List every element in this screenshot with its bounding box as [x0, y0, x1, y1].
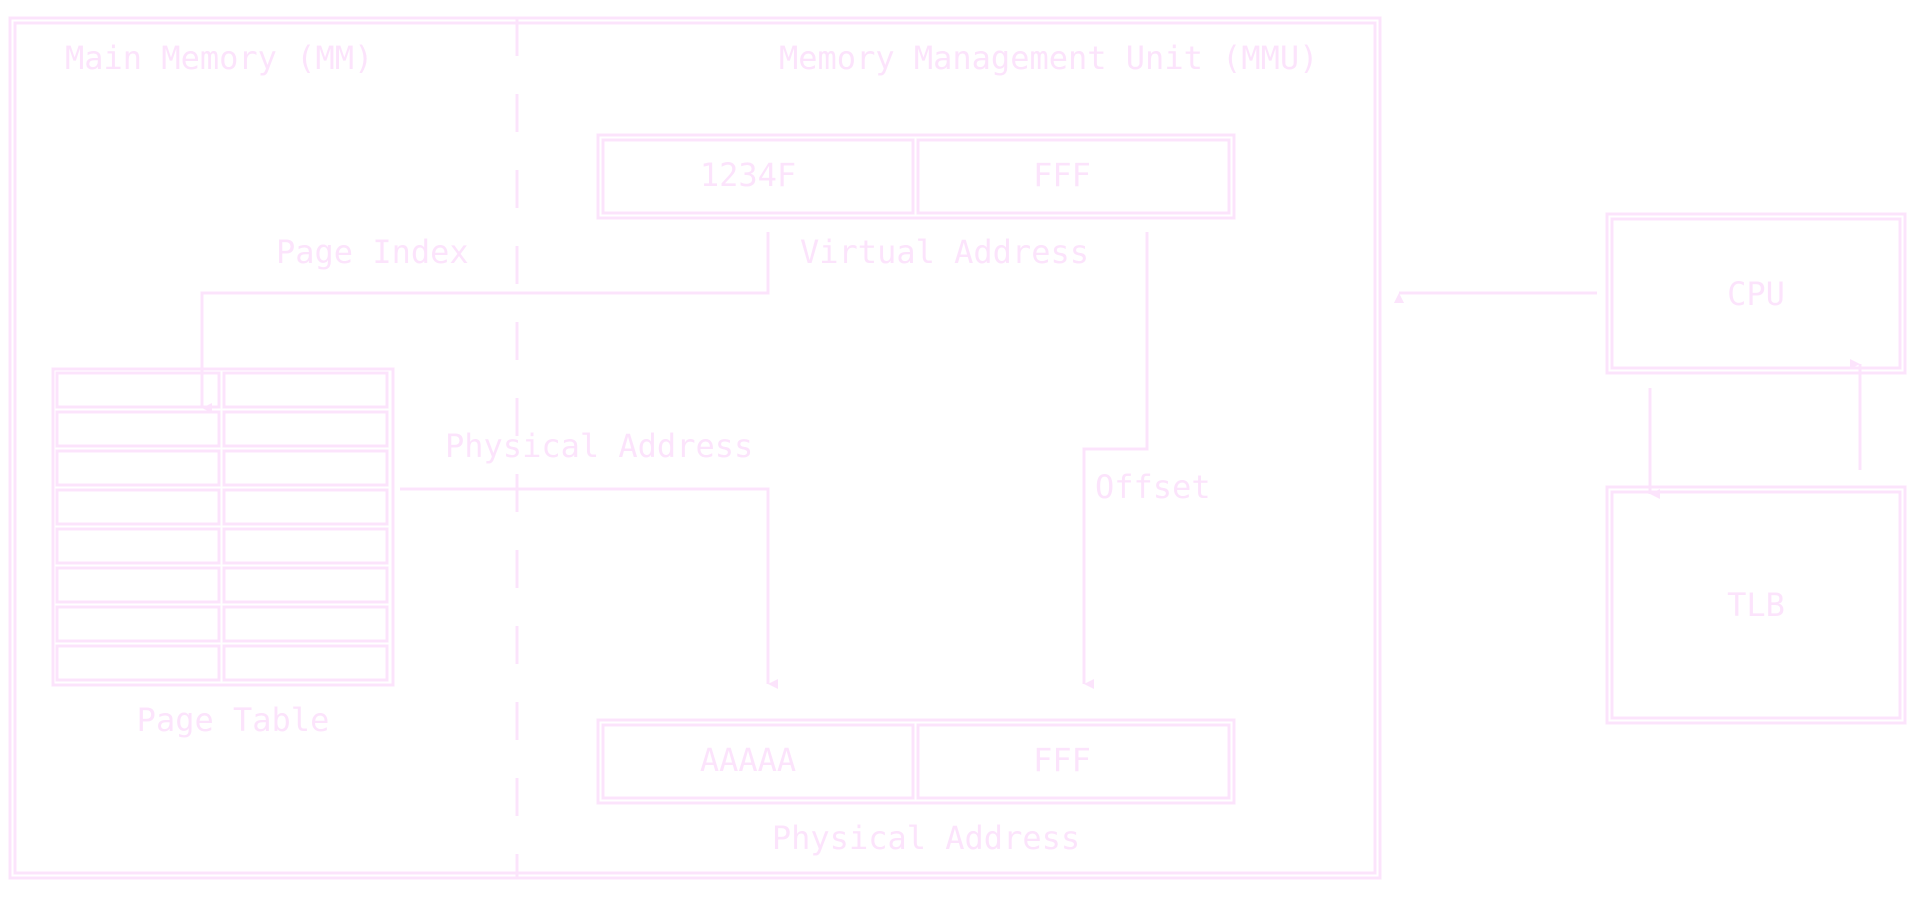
- page-table-box: [51, 367, 395, 687]
- physical-address-arrow: [400, 487, 778, 689]
- main-memory-label: Main Memory (MM): [65, 39, 373, 77]
- page-table-cell: [55, 410, 221, 448]
- page-table-cell: [222, 371, 389, 409]
- virtual-address-offset-cell: [916, 138, 1231, 215]
- page-table-cell: [222, 644, 389, 682]
- virtual-address-label: Virtual Address: [800, 233, 1089, 271]
- physical-address-offset-cell: [916, 723, 1231, 800]
- page-table-cell: [55, 605, 221, 643]
- page-table-cell: [55, 449, 221, 487]
- page-table-cell: [55, 566, 221, 604]
- page-table-cell: [55, 644, 221, 682]
- physical-offset: FFF: [1033, 741, 1091, 779]
- page-table-cell: [222, 449, 389, 487]
- page-table-cell: [222, 410, 389, 448]
- offset-label: Offset: [1095, 468, 1211, 506]
- cpu-label: CPU: [1727, 275, 1785, 313]
- offset-arrow: [1082, 232, 1149, 689]
- system-outer-box: [8, 16, 1382, 880]
- virtual-address-page-cell: [601, 138, 915, 215]
- physical-address-mid-label: Physical Address: [445, 427, 753, 465]
- cpu-box-inner: [1610, 217, 1902, 370]
- page-index-label: Page Index: [276, 233, 469, 271]
- cpu-box-outer: [1605, 212, 1907, 375]
- tlb-box-outer: [1605, 485, 1907, 725]
- tlb-box-inner: [1610, 490, 1902, 720]
- page-index-arrow: [200, 232, 770, 413]
- virtual-page-number: 1234F: [700, 156, 796, 194]
- physical-frame-number: AAAAA: [700, 741, 796, 779]
- physical-address-frame-cell: [601, 723, 915, 800]
- page-table-cell: [55, 527, 221, 565]
- page-table-cell: [55, 371, 221, 409]
- physical-address-box: [596, 718, 1236, 805]
- system-inner-box: [13, 21, 1377, 875]
- mmu-label: Memory Management Unit (MMU): [779, 39, 1318, 77]
- page-table-label: Page Table: [137, 701, 330, 739]
- virtual-offset: FFF: [1033, 156, 1091, 194]
- page-table-cell: [55, 488, 221, 526]
- page-table-cell: [222, 527, 389, 565]
- page-table-cell: [222, 566, 389, 604]
- page-table-cell: [222, 605, 389, 643]
- physical-address-bottom-label: Physical Address: [772, 819, 1080, 857]
- virtual-address-box: [596, 133, 1236, 220]
- page-table-grid: [55, 371, 389, 682]
- page-table-cell: [222, 488, 389, 526]
- tlb-label: TLB: [1727, 586, 1785, 624]
